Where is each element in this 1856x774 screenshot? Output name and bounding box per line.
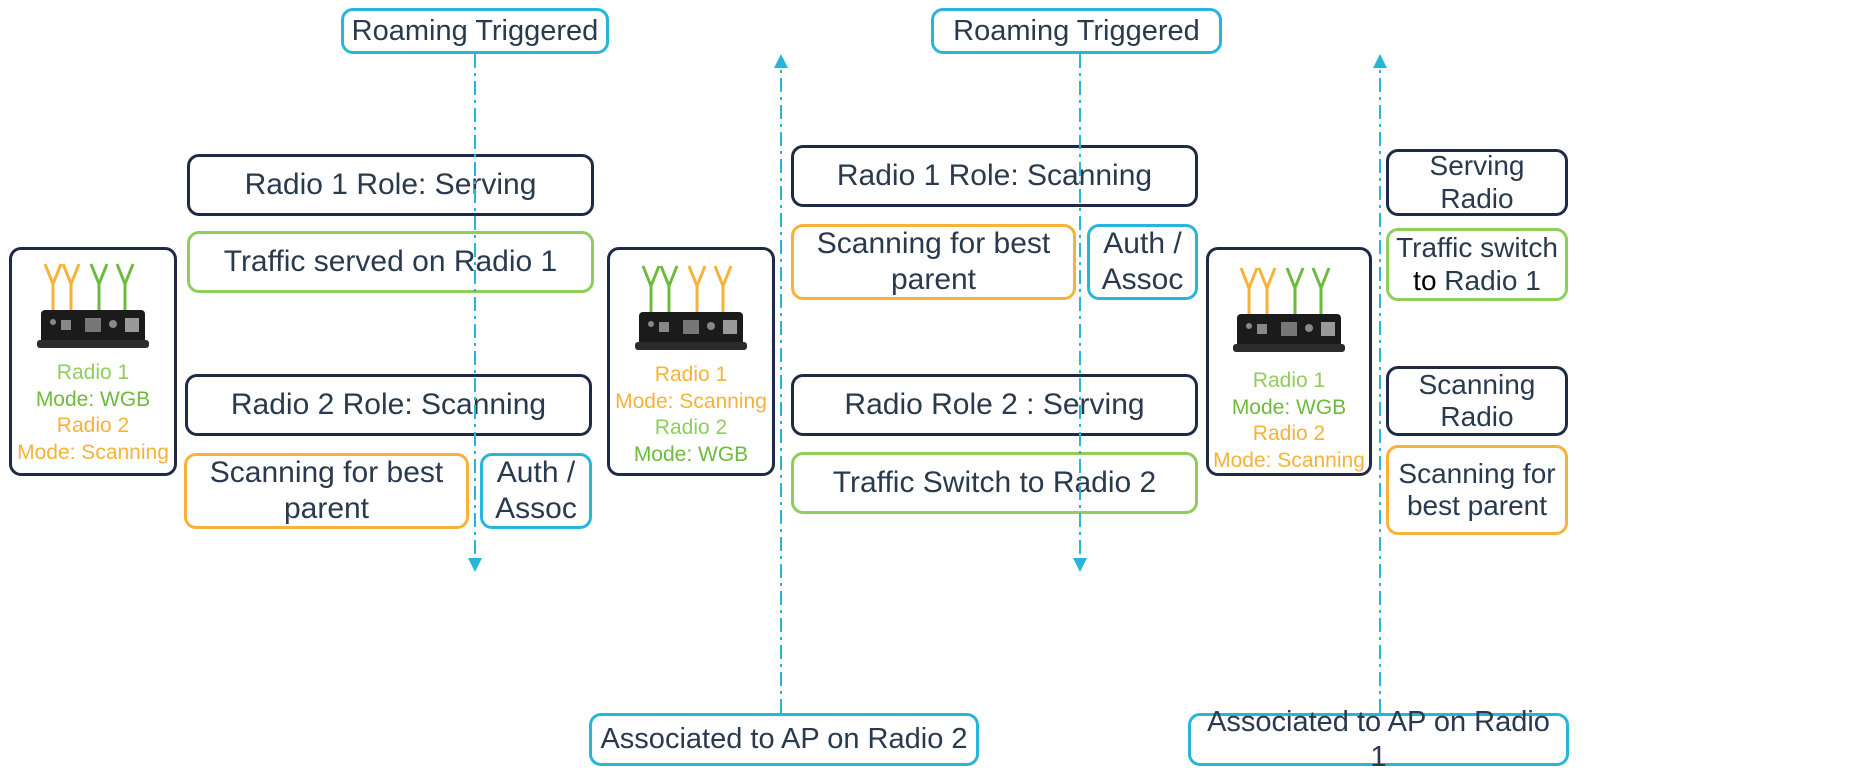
stage3-scanning: Scanning for best parent bbox=[1386, 445, 1568, 535]
device-card-3: Radio 1 Mode: WGB Radio 2 Mode: Scanning bbox=[1206, 247, 1372, 476]
stage3-scanning-radio: Scanning Radio bbox=[1386, 366, 1568, 436]
stage2-traffic: Traffic Switch to Radio 2 bbox=[791, 452, 1198, 514]
stage1-scanning: Scanning for best parent bbox=[184, 453, 469, 529]
stage2-radio1-role: Radio 1 Role: Scanning bbox=[791, 145, 1198, 207]
router-icon bbox=[1233, 267, 1345, 352]
stage1-traffic: Traffic served on Radio 1 bbox=[187, 231, 594, 293]
arrowhead-up-middle bbox=[774, 54, 788, 68]
device1-text: Radio 1 Mode: WGB Radio 2 Mode: Scanning bbox=[17, 361, 169, 464]
arrowhead-down-middle bbox=[1073, 558, 1087, 572]
arrowhead-down-left bbox=[468, 558, 482, 572]
associated-radio2-label: Associated to AP on Radio 2 bbox=[589, 713, 979, 766]
roaming-triggered-label-left: Roaming Triggered bbox=[341, 8, 609, 54]
router-icon bbox=[635, 265, 747, 350]
associated-radio1-label: Associated to AP on Radio 1 bbox=[1188, 706, 1569, 773]
arrowhead-up-right bbox=[1373, 54, 1387, 68]
device2-text: Radio 1 Mode: Scanning Radio 2 Mode: WGB bbox=[615, 363, 767, 466]
stage2-scanning: Scanning for best parent bbox=[791, 224, 1076, 300]
stage2-radio2-role: Radio Role 2 : Serving bbox=[791, 374, 1198, 436]
stage3-traffic-switch: Traffic switch to Radio 1 bbox=[1386, 228, 1568, 301]
stage2-auth-assoc: Auth / Assoc bbox=[1087, 224, 1198, 300]
stage3-serving-radio: Serving Radio bbox=[1386, 149, 1568, 216]
device-card-1: Radio 1 Mode: WGB Radio 2 Mode: Scanning bbox=[9, 247, 177, 476]
roaming-triggered-label-middle: Roaming Triggered bbox=[931, 8, 1222, 54]
stage1-radio1-role: Radio 1 Role: Serving bbox=[187, 154, 594, 216]
stage3-traffic-text: Traffic switch to Radio 1 bbox=[1396, 232, 1558, 296]
device3-text: Radio 1 Mode: WGB Radio 2 Mode: Scanning bbox=[1213, 369, 1365, 472]
stage1-auth-assoc: Auth / Assoc bbox=[480, 453, 592, 529]
device-card-2: Radio 1 Mode: Scanning Radio 2 Mode: WGB bbox=[607, 247, 775, 476]
router-icon bbox=[37, 263, 149, 348]
stage1-radio2-role: Radio 2 Role: Scanning bbox=[185, 374, 592, 436]
